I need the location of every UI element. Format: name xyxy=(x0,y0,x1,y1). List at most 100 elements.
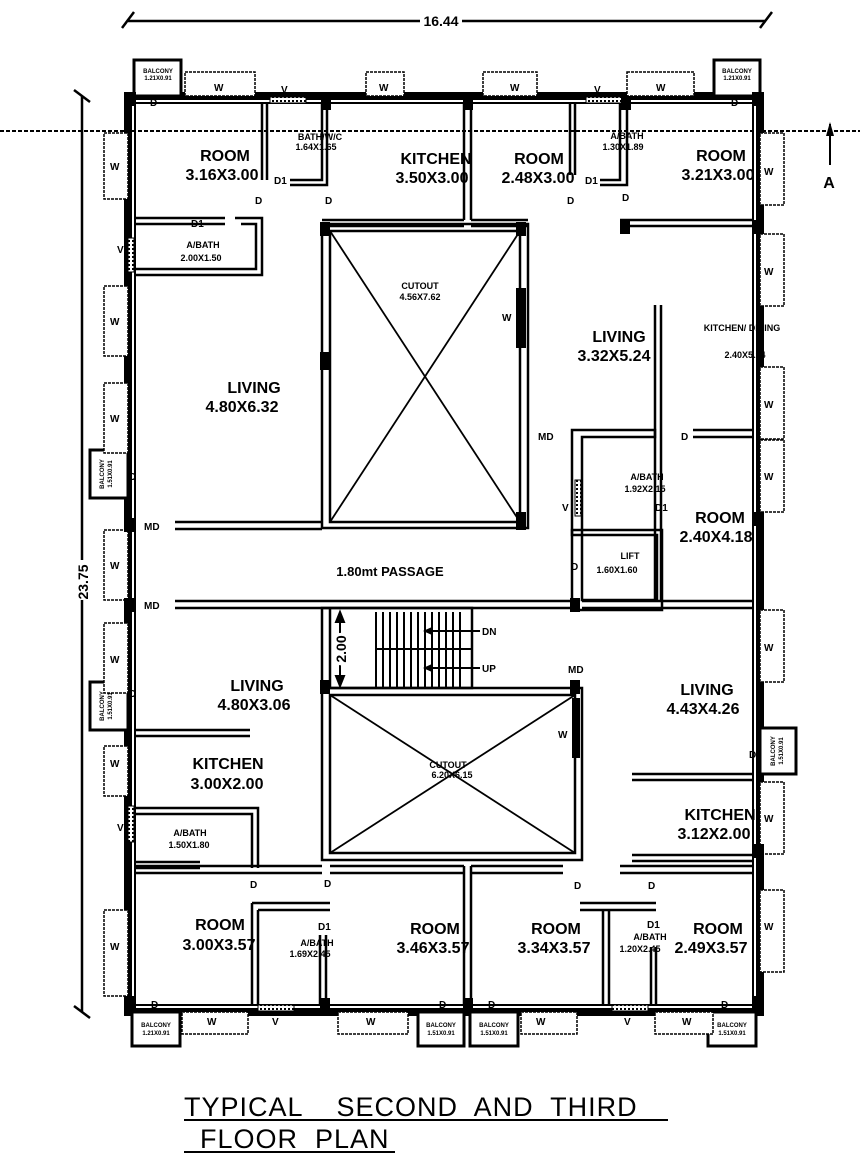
svg-text:D1: D1 xyxy=(647,920,660,931)
svg-text:LIVING: LIVING xyxy=(227,380,280,397)
svg-text:3.00X2.00: 3.00X2.00 xyxy=(191,776,264,793)
svg-text:ROOM: ROOM xyxy=(200,148,250,165)
svg-text:D: D xyxy=(749,750,756,761)
svg-text:LIVING: LIVING xyxy=(680,682,733,699)
balcony-labels: BALCONY 1.21X0.91 BALCONY 1.21X0.91 BALC… xyxy=(100,69,785,1037)
svg-text:4.80X6.32: 4.80X6.32 xyxy=(206,399,279,416)
svg-text:W: W xyxy=(502,313,512,324)
staircase xyxy=(375,612,480,688)
svg-text:D1: D1 xyxy=(585,176,598,187)
svg-text:D: D xyxy=(129,472,136,483)
svg-text:KITCHEN/ DINING: KITCHEN/ DINING xyxy=(704,323,781,333)
svg-text:BALCONY: BALCONY xyxy=(722,69,752,75)
svg-text:KITCHEN: KITCHEN xyxy=(192,756,263,773)
svg-text:MD: MD xyxy=(144,601,160,612)
svg-text:D1: D1 xyxy=(191,219,204,230)
svg-text:D: D xyxy=(731,98,738,109)
overall-height-label: 23.75 xyxy=(75,564,91,599)
svg-text:BALCONY: BALCONY xyxy=(141,1023,171,1029)
svg-text:V: V xyxy=(117,823,124,834)
svg-text:A/BATH: A/BATH xyxy=(300,938,333,948)
svg-text:W: W xyxy=(764,472,774,483)
svg-text:BALCONY: BALCONY xyxy=(100,691,106,721)
svg-text:MD: MD xyxy=(144,522,160,533)
title-line-2: FLOOR PLAN xyxy=(200,1124,390,1154)
stair-width-label: 2.00 xyxy=(333,635,349,662)
svg-text:A/BATH: A/BATH xyxy=(610,131,643,141)
svg-text:2.40X4.18: 2.40X4.18 xyxy=(680,529,753,546)
svg-text:1.50X1.80: 1.50X1.80 xyxy=(168,840,209,850)
abath-sw-label: A/BATH 1.50X1.80 xyxy=(168,828,209,850)
kitchen-sw-label: KITCHEN 3.00X2.00 xyxy=(191,756,264,793)
main-door-marks: MD MD MD MD xyxy=(144,432,584,676)
svg-text:ROOM: ROOM xyxy=(195,917,245,934)
overall-height-dimension xyxy=(73,89,91,1019)
svg-text:A/BATH: A/BATH xyxy=(186,240,219,250)
svg-text:CUTOUT: CUTOUT xyxy=(429,760,467,770)
svg-text:W: W xyxy=(656,83,666,94)
svg-text:V: V xyxy=(624,1017,631,1028)
balconies xyxy=(88,58,798,1048)
svg-text:A/BATH: A/BATH xyxy=(173,828,206,838)
svg-text:3.32X5.24: 3.32X5.24 xyxy=(578,348,651,365)
svg-text:MD: MD xyxy=(568,665,584,676)
svg-text:2.00X1.50: 2.00X1.50 xyxy=(180,253,221,263)
svg-text:W: W xyxy=(764,643,774,654)
svg-text:D: D xyxy=(255,196,262,207)
svg-text:3.12X2.00: 3.12X2.00 xyxy=(678,826,751,843)
svg-text:W: W xyxy=(110,561,120,572)
living-se-label: LIVING 4.43X4.26 xyxy=(667,682,740,718)
svg-text:D: D xyxy=(324,879,331,890)
svg-text:1.51X0.91: 1.51X0.91 xyxy=(718,1031,746,1037)
svg-text:4.43X4.26: 4.43X4.26 xyxy=(667,701,740,718)
passage-label: 1.80mt PASSAGE xyxy=(336,564,444,579)
title-line-1: TYPICAL SECOND AND THIRD xyxy=(184,1092,638,1122)
svg-text:1.20X2.45: 1.20X2.45 xyxy=(619,944,660,954)
svg-text:W: W xyxy=(110,942,120,953)
kitchen-dining-e-label: KITCHEN/ DINING 2.40X5.24 xyxy=(704,323,781,360)
svg-text:D1: D1 xyxy=(655,503,668,514)
svg-text:1.51X0.91: 1.51X0.91 xyxy=(427,1031,455,1037)
svg-text:1.51X0.91: 1.51X0.91 xyxy=(108,692,114,720)
svg-text:W: W xyxy=(764,167,774,178)
svg-text:ROOM: ROOM xyxy=(695,510,745,527)
svg-text:V: V xyxy=(562,503,569,514)
svg-text:D: D xyxy=(488,1000,495,1011)
svg-text:D: D xyxy=(129,689,136,700)
svg-text:6.20X6.15: 6.20X6.15 xyxy=(431,770,472,780)
window-marks: W W W W W W W W W W W W W W W W W W W W … xyxy=(110,83,774,1028)
bath-wc-n-label: BATH/W/C1.64X1.65 xyxy=(295,132,342,152)
svg-text:1.80mt PASSAGE: 1.80mt PASSAGE xyxy=(336,564,444,579)
ventilator-marks: V V V V V V V xyxy=(117,85,631,1028)
svg-text:D: D xyxy=(574,881,581,892)
svg-text:W: W xyxy=(764,400,774,411)
svg-text:2.40X5.24: 2.40X5.24 xyxy=(724,350,765,360)
svg-text:CUTOUT: CUTOUT xyxy=(401,281,439,291)
svg-text:4.80X3.06: 4.80X3.06 xyxy=(218,697,291,714)
svg-text:W: W xyxy=(110,655,120,666)
svg-text:4.56X7.62: 4.56X7.62 xyxy=(399,292,440,302)
svg-text:1.51X0.91: 1.51X0.91 xyxy=(480,1031,508,1037)
svg-text:D: D xyxy=(681,432,688,443)
svg-text:1.69X2.45: 1.69X2.45 xyxy=(289,949,330,959)
svg-text:D: D xyxy=(721,1000,728,1011)
interior-walls xyxy=(135,103,753,1005)
svg-text:V: V xyxy=(594,85,601,96)
svg-text:BALCONY: BALCONY xyxy=(143,69,173,75)
svg-text:BALCONY: BALCONY xyxy=(100,459,106,489)
svg-text:W: W xyxy=(366,1017,376,1028)
svg-text:D: D xyxy=(571,562,578,573)
abath-nw-label: A/BATH 2.00X1.50 xyxy=(180,240,221,263)
svg-text:1.92X2.15: 1.92X2.15 xyxy=(624,484,665,494)
